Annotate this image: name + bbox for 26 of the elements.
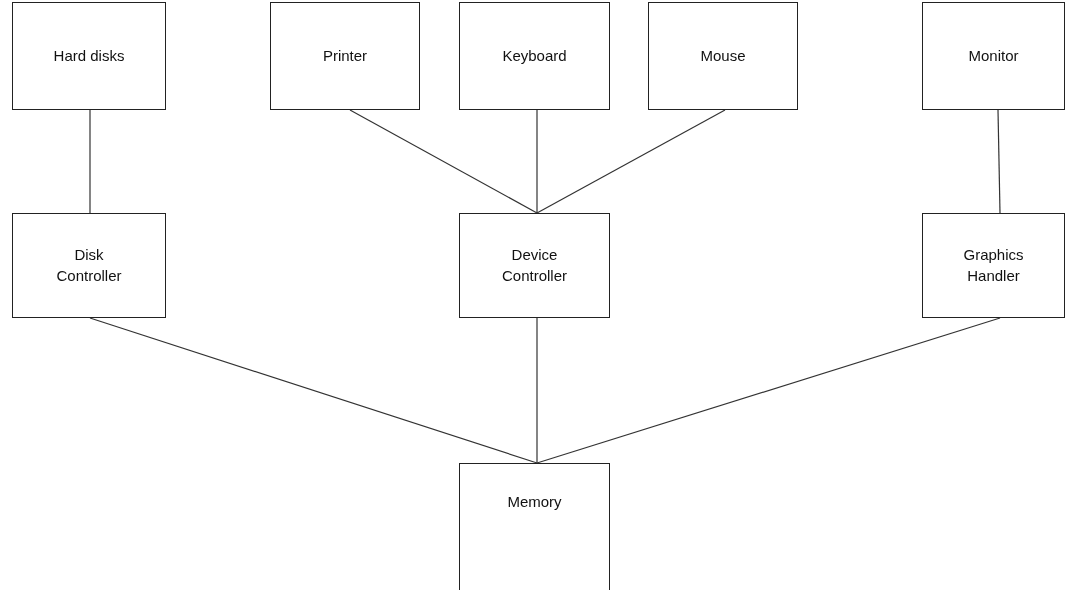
node-label: Mouse — [700, 45, 746, 66]
node-label: Keyboard — [502, 45, 567, 66]
connector-line — [536, 109, 538, 214]
connector-line — [997, 109, 1001, 214]
component-box — [459, 463, 610, 590]
component-box — [459, 213, 610, 318]
connector-line — [536, 317, 1001, 464]
component-box — [270, 2, 420, 110]
node-label: Device Controller — [501, 245, 568, 286]
connector-line — [349, 109, 538, 214]
connector-line — [89, 109, 91, 214]
component-box — [12, 2, 166, 110]
component-box — [922, 2, 1065, 110]
node-label: Printer — [322, 45, 368, 66]
node-label: Graphics Handler — [962, 245, 1025, 286]
node-label: Disk Controller — [55, 245, 123, 286]
component-box — [12, 213, 166, 318]
node-label: Memory — [507, 492, 562, 512]
component-box — [648, 2, 798, 110]
connector-line — [536, 109, 726, 214]
component-box — [922, 213, 1065, 318]
connector-line — [536, 317, 538, 464]
connector-line — [89, 317, 538, 464]
component-box — [459, 2, 610, 110]
node-label: Monitor — [968, 45, 1019, 66]
node-label: Hard disks — [53, 45, 125, 66]
